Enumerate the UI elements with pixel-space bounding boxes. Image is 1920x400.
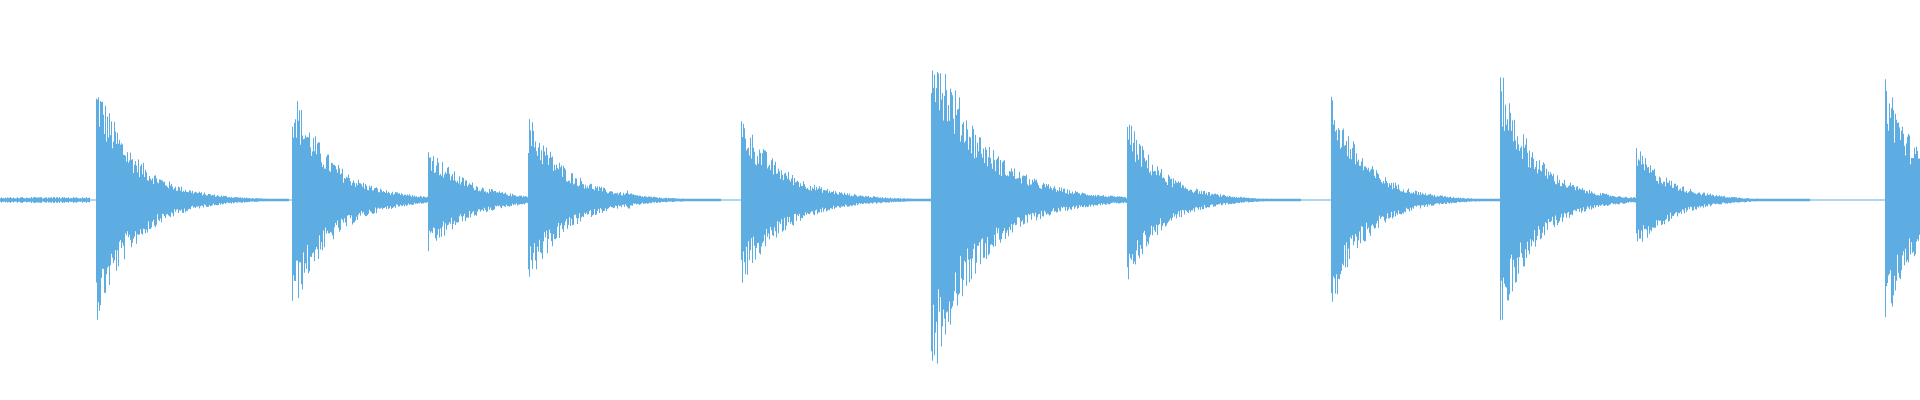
waveform-transient <box>741 121 953 283</box>
waveform-transient <box>1331 96 1505 302</box>
waveform-onset-6 <box>741 121 953 283</box>
waveform-transient <box>528 119 721 277</box>
waveform-transient <box>626 190 675 209</box>
waveform-transient <box>96 97 289 320</box>
waveform-onset-4 <box>528 119 721 277</box>
waveform-onset-9 <box>1331 96 1505 302</box>
waveform-onset-5 <box>626 190 675 209</box>
waveform-onset-8 <box>1127 124 1301 280</box>
waveform-onset-1 <box>96 97 289 320</box>
waveform-onsets <box>0 70 1920 364</box>
waveform-transient <box>1127 124 1301 280</box>
waveform-transient <box>1636 148 1810 242</box>
waveform-leading-noise <box>0 197 90 203</box>
waveform-transient <box>1885 79 1920 318</box>
waveform-onset-12 <box>1885 79 1920 318</box>
waveform-onset-11 <box>1636 148 1810 242</box>
